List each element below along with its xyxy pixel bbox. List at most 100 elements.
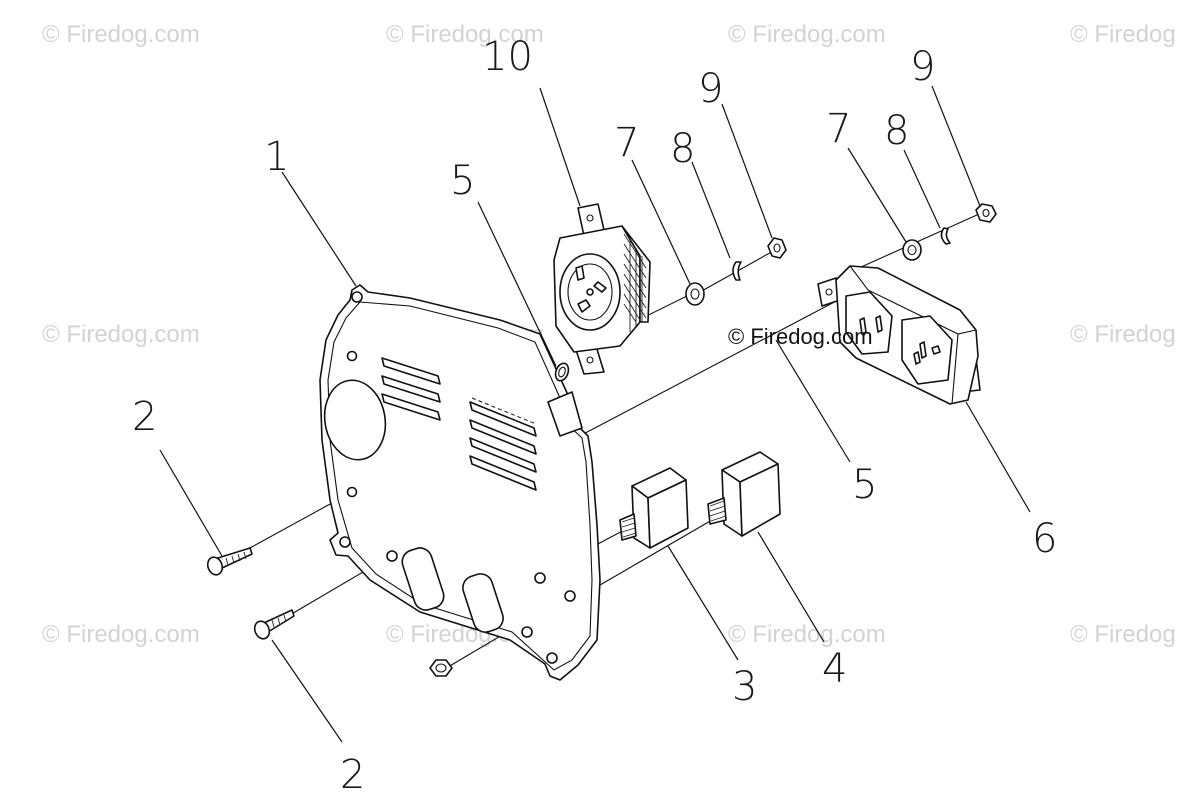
receptacle-face-ring [567, 263, 613, 321]
callout-7: 7 [614, 120, 639, 166]
vent-slot [381, 375, 441, 403]
outlet-face [901, 315, 953, 385]
watermark: © Firedog [1070, 321, 1176, 348]
hex-nut [429, 659, 453, 677]
leader-line [271, 639, 343, 743]
watermark: © Firedog.com [386, 21, 544, 48]
breaker-thread [709, 500, 727, 522]
callout-2: 2 [132, 394, 157, 440]
leader-line [847, 147, 907, 243]
panel-hole [339, 536, 351, 548]
panel-hole [546, 652, 558, 664]
hex-nut-body [767, 237, 787, 259]
hex-nut [767, 237, 787, 259]
receptacle-side [621, 225, 651, 323]
twist-lock-receptacle [553, 203, 651, 375]
panel-hole [351, 291, 363, 303]
circuit-breaker [707, 451, 781, 537]
breaker-thread [621, 517, 637, 538]
breaker-front [739, 463, 781, 537]
duplex-edge [951, 333, 959, 405]
watermark: © Firedog [1070, 21, 1176, 48]
callout-6: 6 [1032, 516, 1057, 562]
panel-hole [346, 486, 358, 498]
hex-nut-hole [773, 243, 781, 253]
flat-washer-ring [902, 239, 922, 261]
callout-5: 5 [450, 158, 475, 204]
panel-tab [547, 391, 583, 437]
leader-line [477, 201, 557, 367]
callout-9: 9 [698, 66, 723, 112]
circuit-breaker [619, 467, 689, 549]
flat-washer-hole [907, 244, 917, 256]
vent-slot [469, 455, 537, 491]
center-line [599, 519, 713, 586]
callouts: 1 2 2 3 4 5 5 6 7 7 8 8 9 9 10 [132, 34, 1057, 798]
panel-hole [521, 626, 533, 638]
leader-line [159, 449, 223, 557]
outlet-slot [859, 317, 867, 335]
hex-nut-hole [982, 208, 990, 218]
callout-5: 5 [852, 462, 877, 508]
watermark: © Firedog.com [728, 621, 886, 648]
flat-washer-ring [685, 282, 705, 306]
vent-slot [469, 419, 537, 455]
leader-line [721, 103, 773, 239]
vent-slot-hidden [471, 397, 537, 425]
leader-line [931, 85, 981, 207]
hex-nut-body [429, 659, 453, 677]
lock-washer-ring [732, 261, 742, 281]
hex-nut [975, 203, 997, 223]
callout-2: 2 [340, 752, 365, 798]
panel-plate-outline [319, 284, 601, 681]
callout-9: 9 [910, 44, 935, 90]
screw-head [253, 620, 271, 640]
outlet-ground [913, 351, 921, 365]
screw [206, 547, 253, 576]
flat-washer [685, 282, 705, 306]
breaker-stem [619, 513, 637, 541]
leader-line [757, 531, 825, 643]
lock-washer [940, 227, 951, 245]
watermark: © Firedog.com [42, 621, 200, 648]
receptacle-center [586, 288, 594, 296]
flat-washer [902, 239, 922, 261]
receptacle-slot [577, 299, 591, 313]
leader-lines [159, 85, 1031, 743]
lock-washer-ring [940, 227, 951, 245]
outlet-slot [919, 341, 927, 359]
receptacle-slot [593, 281, 607, 293]
hex-nut-body [975, 203, 997, 223]
vent-slot [381, 357, 441, 385]
center-line [849, 209, 989, 273]
leader-line [965, 401, 1031, 513]
outlet-slot [875, 315, 883, 333]
panel-plate [319, 284, 601, 681]
callout-7: 7 [826, 106, 851, 152]
callout-10: 10 [482, 34, 533, 80]
leader-line [281, 171, 357, 287]
leader-line [667, 545, 739, 661]
watermark: © Firedog.com [728, 21, 886, 48]
callout-4: 4 [822, 646, 847, 692]
outlet-slot [931, 345, 941, 355]
leader-line [539, 87, 581, 207]
hex-nut-hole [435, 663, 447, 673]
screw-thread [225, 551, 247, 566]
center-line [571, 297, 843, 441]
flat-washer-hole [690, 288, 700, 300]
receptacle-slot [575, 265, 585, 281]
leader-line [631, 159, 691, 285]
breaker-front [647, 479, 689, 549]
callout-1: 1 [264, 134, 289, 180]
round-opening [323, 379, 387, 461]
callout-3: 3 [732, 664, 757, 710]
panel-hole [386, 550, 398, 562]
lock-washer [554, 362, 570, 382]
watermark: © Firedog.com [42, 321, 200, 348]
vent-slot [381, 393, 441, 421]
breaker-opening [462, 573, 504, 633]
vent-slot [469, 437, 537, 473]
callout-8: 8 [884, 108, 909, 154]
duplex-ear-hole [825, 288, 833, 296]
